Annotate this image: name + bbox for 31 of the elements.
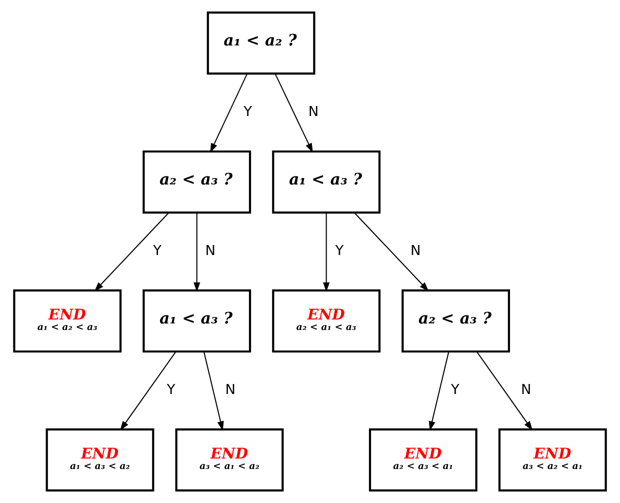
node-box: a₂ < a₃ ? xyxy=(402,289,510,353)
arrow xyxy=(354,212,429,292)
node-box: END a₁ < a₃ < a₂ xyxy=(46,428,154,492)
arrow xyxy=(428,352,450,431)
edge-label: N xyxy=(521,382,532,398)
node-box: a₁ < a₃ ? xyxy=(142,289,252,353)
node-box: a₁ < a₂ ? xyxy=(206,12,316,75)
edge-label: Y xyxy=(153,243,162,260)
arrow xyxy=(120,351,176,431)
edge-label: N xyxy=(225,382,236,398)
node-box: a₂ < a₃ ? xyxy=(142,150,252,214)
arrow xyxy=(476,351,533,431)
node-box: END a₃ < a₁ < a₂ xyxy=(175,428,284,492)
edge-label: Y xyxy=(335,243,344,260)
arrow xyxy=(194,212,200,292)
edge-label: N xyxy=(308,104,319,120)
edge-label: Y xyxy=(166,382,176,398)
edge-label: Y xyxy=(451,382,460,398)
arrow xyxy=(203,352,224,431)
edge-label: N xyxy=(410,243,421,260)
node-box: END a₂ < a₁ < a₃ xyxy=(272,289,381,353)
arrow xyxy=(210,74,248,153)
node-box: END a₁ < a₂ < a₃ xyxy=(13,289,122,353)
arrow xyxy=(94,212,170,292)
edge-label: N xyxy=(205,243,216,260)
arrow xyxy=(274,74,313,153)
arrow xyxy=(323,212,330,292)
edge-label: Y xyxy=(244,104,252,120)
node-box: END a₃ < a₂ < a₁ xyxy=(498,428,607,492)
node-box: a₁ < a₃ ? xyxy=(272,150,381,214)
node-box: END a₂ < a₃ < a₁ xyxy=(368,428,478,492)
